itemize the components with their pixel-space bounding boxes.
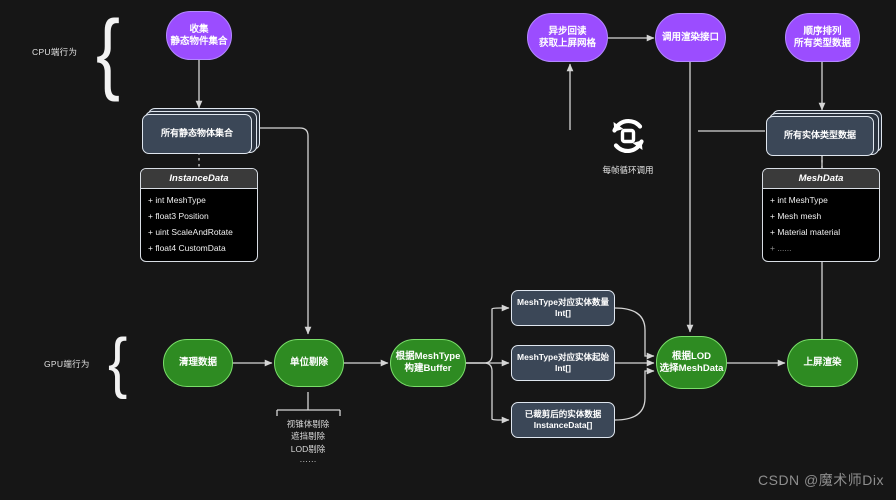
uml-row: + int MeshType <box>148 195 206 205</box>
node-clear-data[interactable]: 清理数据 <box>163 339 233 387</box>
uml-row: + Mesh mesh <box>770 211 822 221</box>
node-all-entity-type-data[interactable]: 所有实体类型数据 <box>766 116 874 156</box>
refresh-loop-icon <box>604 112 652 160</box>
uml-row: + uint ScaleAndRotate <box>148 227 233 237</box>
uml-class-instancedata: InstanceData + int MeshType + float3 Pos… <box>140 168 258 262</box>
side-label-gpu: GPU端行为 <box>44 359 90 369</box>
uml-meshdata-rows: + int MeshType + Mesh mesh + Material ma… <box>763 189 879 260</box>
cull-methods-caption: 视锥体剔除 遮挡剔除 LOD剔除 ······ <box>286 419 330 466</box>
gpu-brace: { <box>108 325 128 401</box>
node-collect-static-objects[interactable]: 收集 静态物件集合 <box>166 11 232 60</box>
watermark: CSDN @魔术师Dix <box>758 472 884 488</box>
cpu-brace: { <box>96 3 121 103</box>
node-select-meshdata[interactable]: 根据LOD 选择MeshData <box>656 336 727 389</box>
node-present-render[interactable]: 上屏渲染 <box>787 339 858 387</box>
uml-row: + Material material <box>770 227 841 237</box>
uml-row: + int MeshType <box>770 195 828 205</box>
node-call-render-api[interactable]: 调用渲染接口 <box>655 13 726 62</box>
uml-meshdata-title: MeshData <box>763 169 879 189</box>
node-meshtype-entity-count[interactable]: MeshType对应实体数量 Int[] <box>511 290 615 326</box>
uml-instancedata-title: InstanceData <box>141 169 257 189</box>
node-all-static-objects[interactable]: 所有静态物体集合 <box>142 114 252 154</box>
node-culled-entity-data[interactable]: 已裁剪后的实体数据 InstanceData[] <box>511 402 615 438</box>
node-unit-cull[interactable]: 单位剔除 <box>274 339 344 387</box>
node-sort-all-type-data[interactable]: 顺序排列 所有类型数据 <box>785 13 860 62</box>
node-meshtype-entity-start[interactable]: MeshType对应实体起始 Int[] <box>511 345 615 381</box>
uml-class-meshdata: MeshData + int MeshType + Mesh mesh + Ma… <box>762 168 880 262</box>
uml-row: + float3 Position <box>148 211 209 221</box>
uml-row: + ...... <box>770 243 792 253</box>
node-build-buffer[interactable]: 根据MeshType 构建Buffer <box>390 339 466 387</box>
uml-row: + float4 CustomData <box>148 243 226 253</box>
side-label-cpu: CPU端行为 <box>32 47 78 57</box>
loop-caption: 每帧循环调用 <box>602 165 654 175</box>
uml-instancedata-rows: + int MeshType + float3 Position + uint … <box>141 189 257 260</box>
node-async-readback[interactable]: 异步回读 获取上屏网格 <box>527 13 608 62</box>
